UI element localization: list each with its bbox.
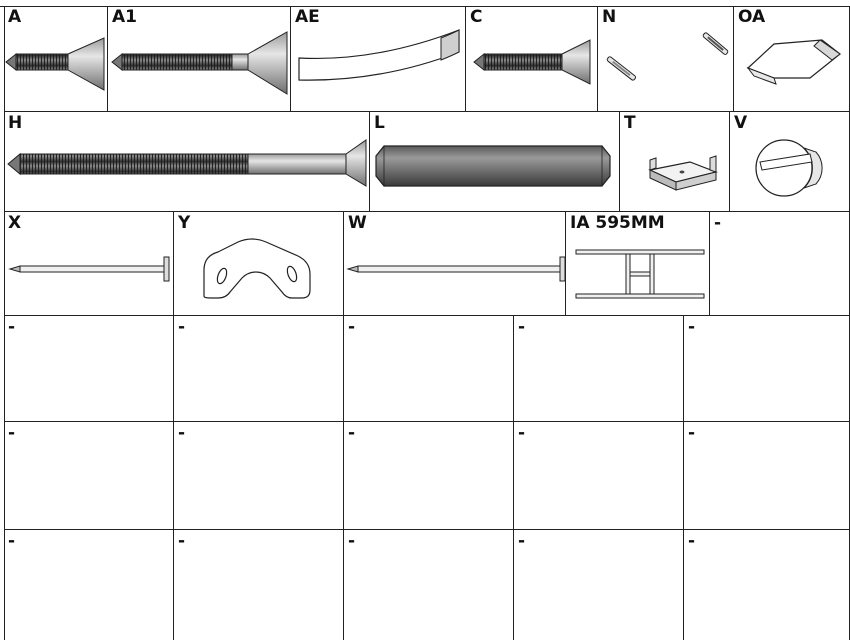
cell-C: C [466, 6, 598, 112]
cell-W: W [344, 212, 566, 316]
label-empty: - [8, 531, 16, 551]
label-IA: IA 595MM [570, 213, 665, 233]
frame-top-border [0, 6, 850, 7]
cell-empty-r5c5: - [684, 422, 850, 530]
cell-empty-r6c3: - [344, 530, 514, 640]
screw-A1-illustration [111, 31, 288, 95]
bracket-T-illustration [648, 155, 718, 191]
cell-empty-r4c1: - [4, 316, 174, 422]
label-H: H [8, 113, 23, 133]
cell-empty-r4c3: - [344, 316, 514, 422]
label-A1: A1 [112, 7, 137, 27]
label-empty: - [688, 531, 696, 551]
cell-X: X [4, 212, 174, 316]
label-Y: Y [178, 213, 191, 233]
label-V: V [734, 113, 748, 133]
cell-empty-r5c3: - [344, 422, 514, 530]
cell-L: L [370, 112, 620, 212]
cell-empty-r5c4: - [514, 422, 684, 530]
label-N: N [602, 7, 617, 27]
dowel-L-illustration [375, 145, 611, 187]
label-AE: AE [295, 7, 320, 27]
cell-empty-r4c4: - [514, 316, 684, 422]
cell-T: T [620, 112, 730, 212]
rail-IA-illustration [575, 249, 705, 299]
screw-A-illustration [5, 37, 105, 91]
bag-OA-illustration [746, 39, 841, 85]
label-T: T [624, 113, 636, 133]
label-empty: - [348, 531, 356, 551]
label-empty: - [518, 423, 526, 443]
cell-empty-r5c1: - [4, 422, 174, 530]
cell-empty-r6c5: - [684, 530, 850, 640]
label-empty: - [518, 317, 526, 337]
cell-AE: AE [291, 6, 466, 112]
label-X: X [8, 213, 22, 233]
label-OA: OA [738, 7, 766, 27]
pin-N-illustration [606, 32, 729, 81]
label-L: L [374, 113, 385, 133]
cell-empty-r5c2: - [174, 422, 344, 530]
label-empty: - [518, 531, 526, 551]
label-empty: - [714, 213, 722, 233]
cell-empty-r6c4: - [514, 530, 684, 640]
label-empty: - [348, 423, 356, 443]
cell-N: N [598, 6, 734, 112]
cell-A: A [4, 6, 108, 112]
cell-V: V [730, 112, 850, 212]
nail-W-illustration [346, 256, 566, 282]
label-empty: - [178, 531, 186, 551]
label-W: W [348, 213, 367, 233]
label-empty: - [348, 317, 356, 337]
cell-empty-r4c2: - [174, 316, 344, 422]
cam-V-illustration [755, 139, 823, 197]
cell-A1: A1 [108, 6, 291, 112]
label-empty: - [8, 317, 16, 337]
label-empty: - [688, 423, 696, 443]
label-empty: - [178, 423, 186, 443]
cell-IA: IA 595MM [566, 212, 710, 316]
screw-H-illustration [7, 139, 367, 187]
label-empty: - [8, 423, 16, 443]
label-A: A [8, 7, 22, 27]
cell-empty-r4c5: - [684, 316, 850, 422]
cell-empty-r6c2: - [174, 530, 344, 640]
label-C: C [470, 7, 483, 27]
frame-left-border [4, 6, 5, 640]
shim-AE-illustration [298, 29, 460, 81]
nail-X-illustration [8, 256, 170, 282]
cell-empty-r6c1: - [4, 530, 174, 640]
label-empty: - [688, 317, 696, 337]
cell-H: H [4, 112, 370, 212]
label-empty: - [178, 317, 186, 337]
angle-bracket-Y-illustration [203, 238, 311, 299]
cell-empty-r3: - [710, 212, 850, 316]
screw-C-illustration [473, 39, 591, 85]
cell-Y: Y [174, 212, 344, 316]
cell-OA: OA [734, 6, 850, 112]
